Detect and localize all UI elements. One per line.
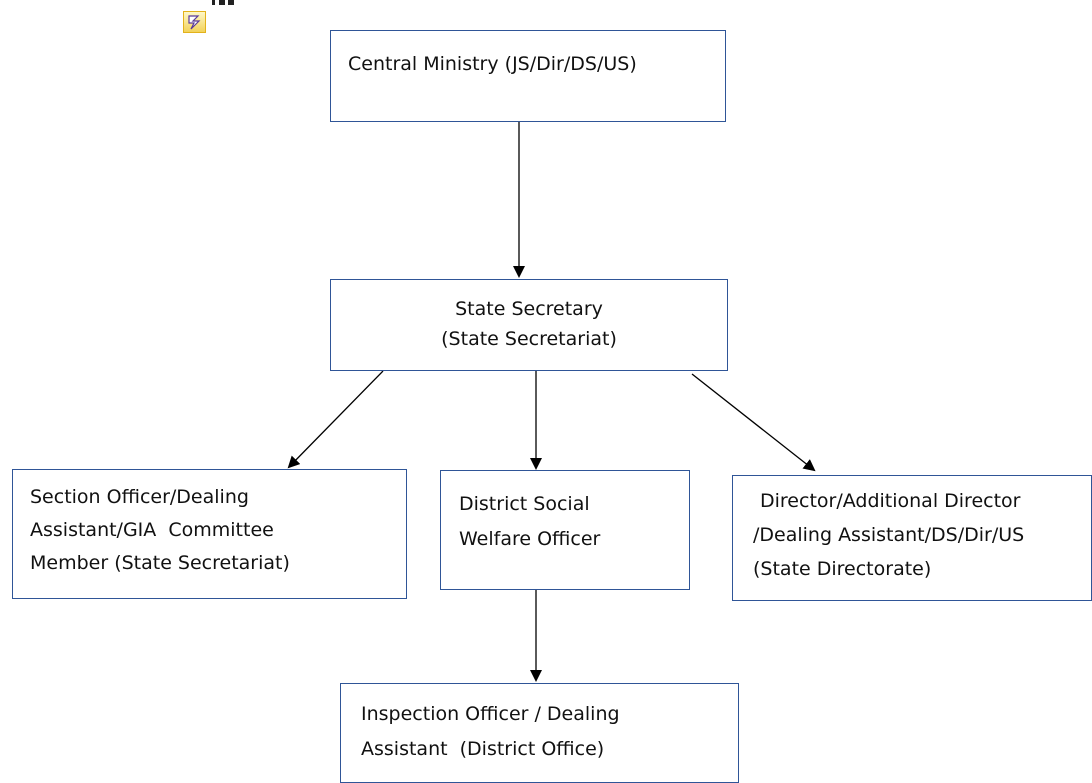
cropped-text-fragment: [212, 0, 238, 5]
node-label: Welfare Officer: [459, 528, 601, 550]
node-label: Central Ministry (JS/Dir/DS/US): [348, 53, 637, 75]
arrow-state-to-section: [287, 370, 384, 469]
node-label: Assistant/GIA Committee: [30, 519, 274, 541]
node-label: Section Officer/Dealing: [30, 486, 249, 508]
director-box: Director/Additional Director /Dealing As…: [732, 475, 1092, 601]
node-label: State Secretary: [455, 298, 603, 320]
node-label: (State Directorate): [753, 558, 932, 580]
state-secretary-box: State Secretary (State Secretariat): [330, 279, 728, 371]
node-label: (State Secretariat): [441, 328, 617, 351]
central-ministry-box: Central Ministry (JS/Dir/DS/US): [330, 30, 726, 122]
arrow-state-to-director: [691, 373, 816, 472]
node-label: Assistant (District Office): [361, 738, 605, 760]
node-label: Director/Additional Director: [760, 490, 1021, 512]
inspection-officer-box: Inspection Officer / Dealing Assistant (…: [340, 683, 739, 783]
section-officer-box: Section Officer/Dealing Assistant/GIA Co…: [12, 469, 407, 599]
district-social-welfare-officer-box: District Social Welfare Officer: [440, 470, 690, 590]
node-label: /Dealing Assistant/DS/Dir/US: [753, 524, 1025, 546]
node-label: Member (State Secretariat): [30, 552, 290, 574]
node-label: District Social: [459, 493, 590, 515]
embedded-object-icon[interactable]: [183, 11, 206, 33]
node-label: Inspection Officer / Dealing: [361, 703, 620, 725]
